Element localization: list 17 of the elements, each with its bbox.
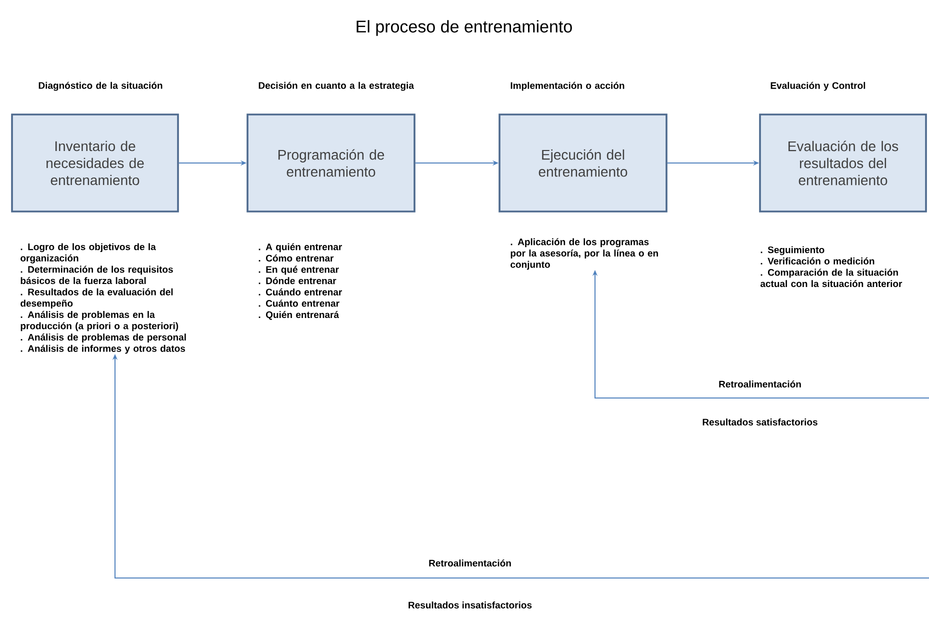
edge-label: Retroalimentación (427, 558, 513, 568)
stage-heading: Diagnóstico de la situación (38, 82, 162, 91)
bullet-list: . Seguimiento . Verificación o medición . Comparación de la situación actual con la situación anterior (760, 246, 902, 288)
title: El proceso de entrenamiento (356, 20, 572, 36)
process-box: Evaluación de los resultados del entrenamiento (759, 114, 927, 212)
process-box: Inventario de necesidades de entrenamiento (11, 114, 179, 212)
edge-label: Retroalimentación (717, 378, 803, 390)
stage-heading: Evaluación y Control (770, 82, 866, 91)
bullet-list: . Logro de los objetivos de la organización . Determinación de los requisitos básicos de la fuerza laboral . Resultados de la evaluación del desempeño . Análisis de problemas en la producción (a priori o a posteriori) . Análisis de problemas de personal . Análisis de informes y otros datos (20, 243, 186, 354)
process-box: Ejecución del entrenamiento (498, 114, 668, 212)
result-label: Resultados satisfactorios (702, 418, 818, 426)
result-label: Resultados insatisfactorios (408, 602, 532, 608)
stage-heading: Implementación o acción (510, 82, 624, 91)
stage-heading: Decisión en cuanto a la estrategia (258, 82, 414, 91)
bullet-list: . A quién entrenar . Cómo entrenar . En qué entrenar . Dónde entrenar . Cuándo entrenar . Cuánto entrenar . Quién entrenará (258, 243, 342, 320)
bullet-list: . Aplicación de los programas por la asesoría, por la línea o en conjunto (510, 238, 658, 270)
process-box: Programación de entrenamiento (246, 114, 416, 212)
